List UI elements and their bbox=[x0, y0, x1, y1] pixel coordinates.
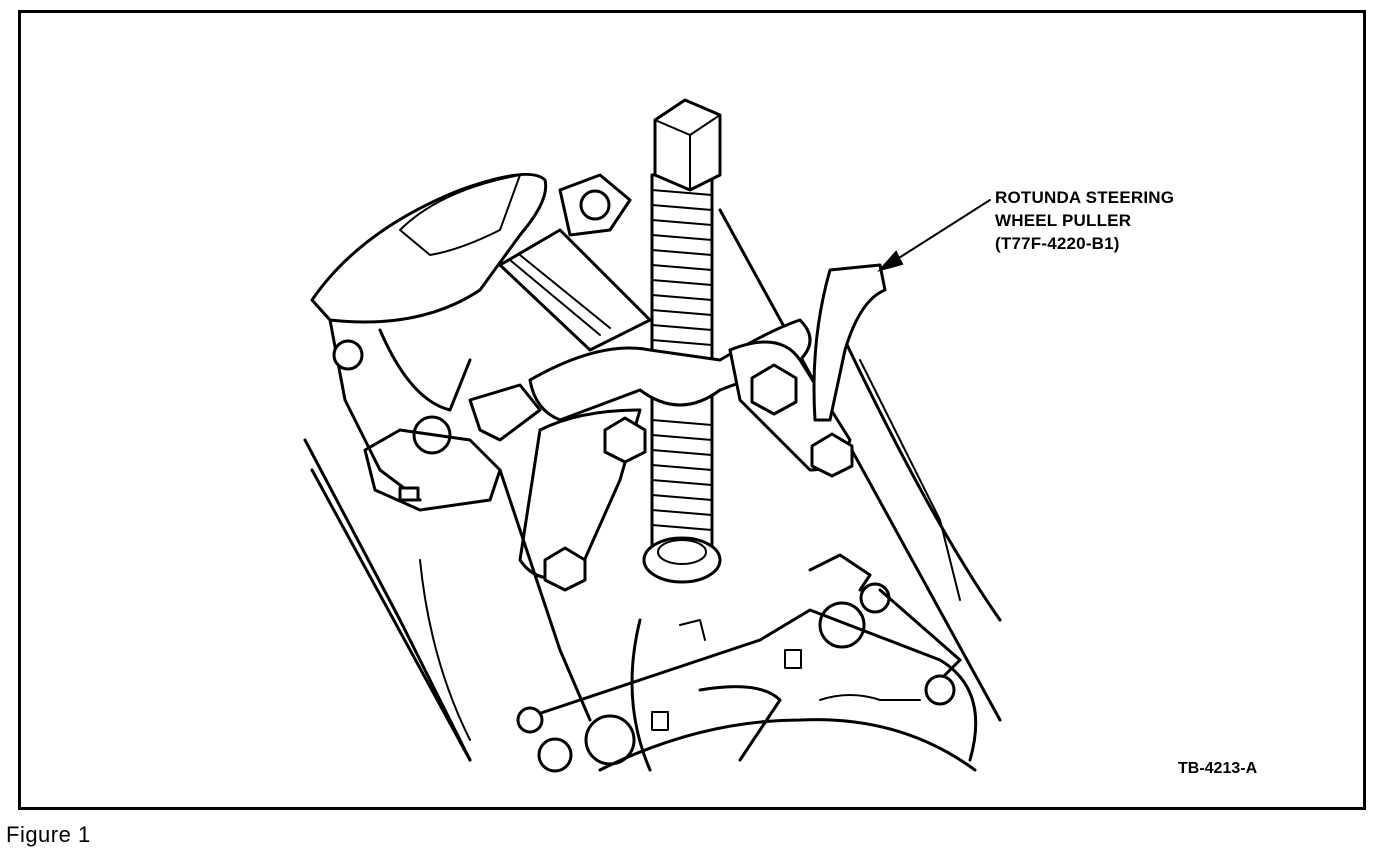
tool-callout: ROTUNDA STEERING WHEEL PULLER (T77F-4220… bbox=[995, 186, 1174, 255]
linkage-bolt bbox=[579, 189, 611, 221]
linkage-arm bbox=[498, 228, 652, 352]
screw-threads bbox=[651, 189, 713, 531]
lower-screw-right bbox=[818, 601, 866, 649]
figure-frame bbox=[18, 10, 1366, 810]
callout-line-1: ROTUNDA STEERING bbox=[995, 188, 1175, 207]
column-right-edge bbox=[718, 208, 1002, 722]
callout-line-3: (T77F-4220-B1) bbox=[995, 234, 1120, 253]
figure-code: TB-4213-A bbox=[1178, 760, 1258, 777]
figure-caption: Figure 1 bbox=[6, 822, 91, 847]
clockspring-connector bbox=[363, 428, 502, 512]
steering-shaft-hub bbox=[642, 536, 722, 584]
puller-yoke bbox=[528, 318, 812, 422]
lower-bolt-far-right bbox=[924, 674, 956, 706]
mount-bolt-left bbox=[332, 339, 364, 371]
left-leg-bolt bbox=[543, 546, 587, 592]
yoke-bolt-left bbox=[603, 416, 647, 464]
right-leg-bolt bbox=[810, 432, 854, 478]
yoke-bolt-right bbox=[750, 363, 798, 416]
callout-line-2: WHEEL PULLER bbox=[995, 211, 1132, 230]
puller-claw bbox=[812, 263, 887, 422]
column-left-edge bbox=[310, 468, 472, 762]
screw-hex-head bbox=[653, 98, 722, 192]
airbag-module bbox=[310, 172, 548, 324]
callout-arrowhead bbox=[877, 250, 904, 272]
connector-tab bbox=[398, 486, 420, 502]
